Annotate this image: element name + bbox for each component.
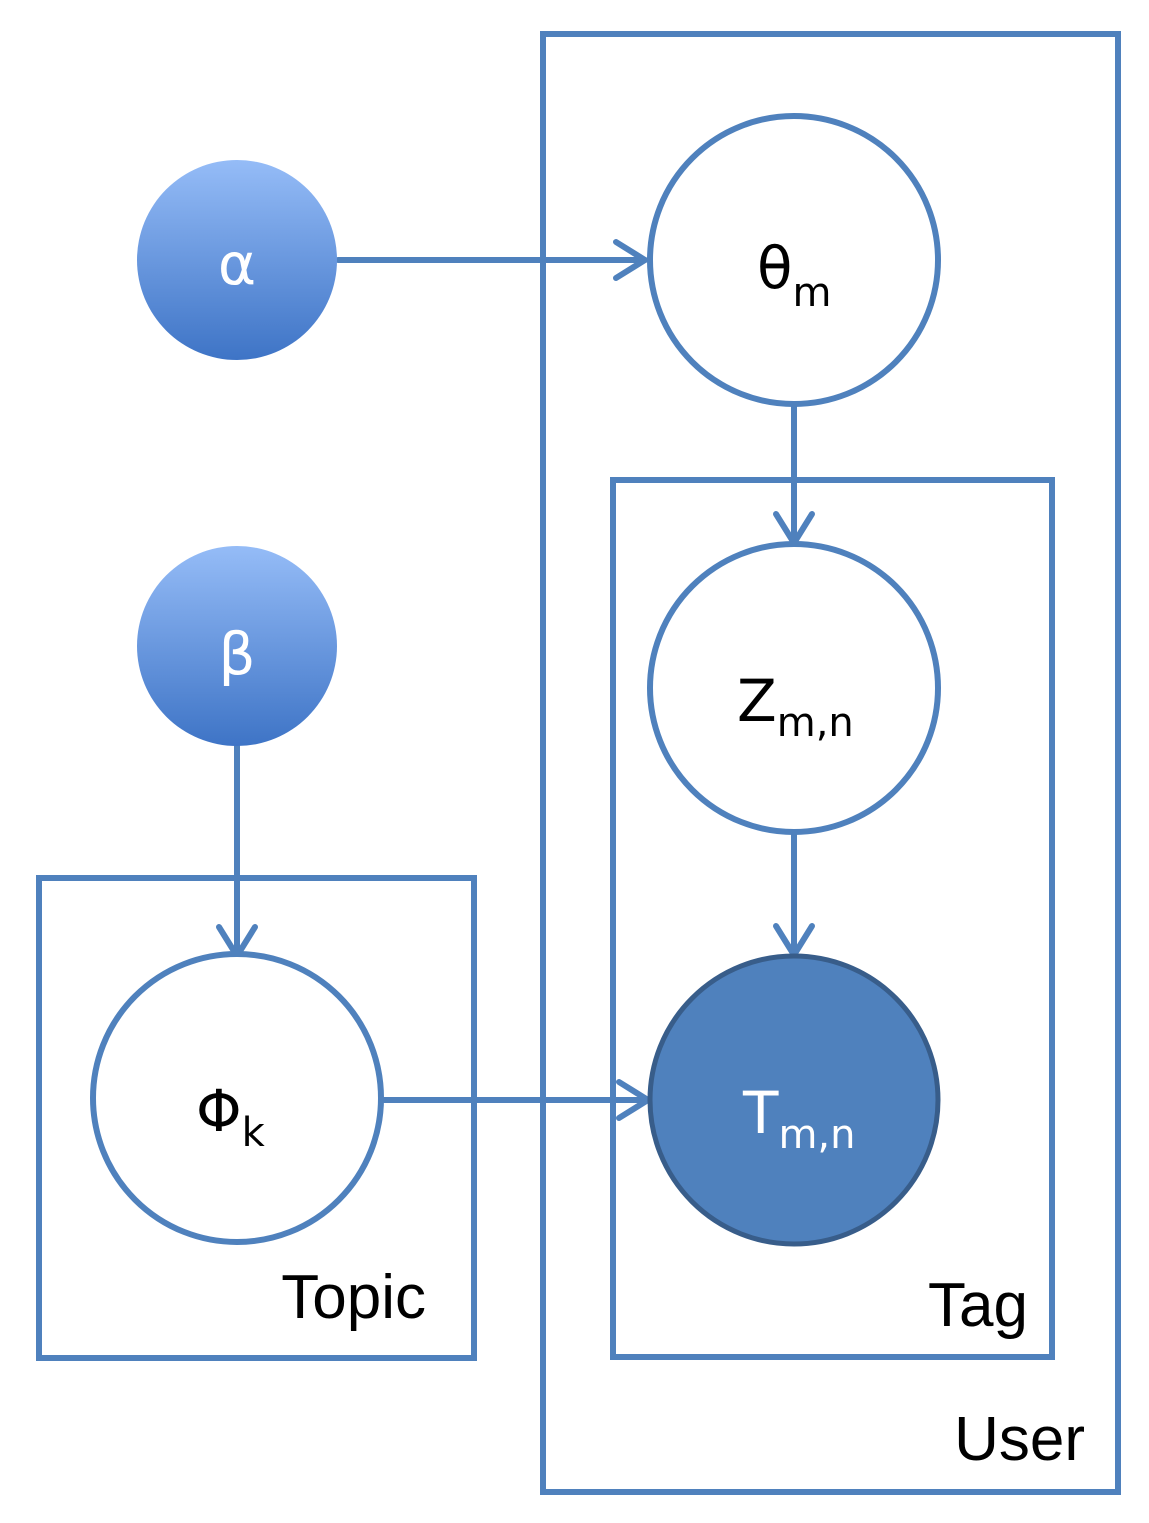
svg-text:β: β	[218, 620, 255, 688]
svg-text:Tm,n: Tm,n	[742, 1079, 855, 1158]
edge-theta-z	[773, 399, 815, 546]
svg-text:θm: θm	[757, 234, 831, 316]
phi-subscript: k	[242, 1110, 266, 1156]
phi-node: Φk	[90, 951, 384, 1245]
topic-plate-label: Topic	[281, 1263, 426, 1332]
edge-beta-phi	[216, 743, 258, 959]
z-node: Zm,n	[647, 541, 941, 835]
z-subscript: m,n	[777, 700, 854, 746]
svg-text:α: α	[218, 230, 256, 298]
user-plate-label: User	[954, 1405, 1085, 1474]
phi-symbol: Φ	[196, 1077, 242, 1145]
svg-text:Zm,n: Zm,n	[737, 667, 854, 746]
tag-plate-label: Tag	[928, 1271, 1028, 1340]
tag-plate	[610, 477, 1055, 1360]
alpha-node: α	[137, 160, 337, 360]
theta-subscript: m	[793, 270, 832, 316]
user-plate	[540, 31, 1121, 1495]
edge-z-t	[773, 827, 815, 958]
beta-node: β	[137, 546, 337, 746]
edge-phi-t	[381, 1079, 651, 1121]
t-subscript: m,n	[778, 1112, 855, 1158]
theta-node: θm	[647, 113, 941, 407]
beta-symbol: β	[218, 620, 255, 688]
topic-plate	[36, 875, 477, 1361]
edge-alpha-theta	[335, 239, 648, 281]
z-symbol: Z	[737, 667, 777, 735]
theta-symbol: θ	[757, 234, 793, 302]
t-symbol: T	[742, 1079, 779, 1147]
alpha-symbol: α	[218, 230, 256, 298]
svg-text:Φk: Φk	[196, 1077, 266, 1156]
t-node: Tm,n	[647, 953, 941, 1247]
